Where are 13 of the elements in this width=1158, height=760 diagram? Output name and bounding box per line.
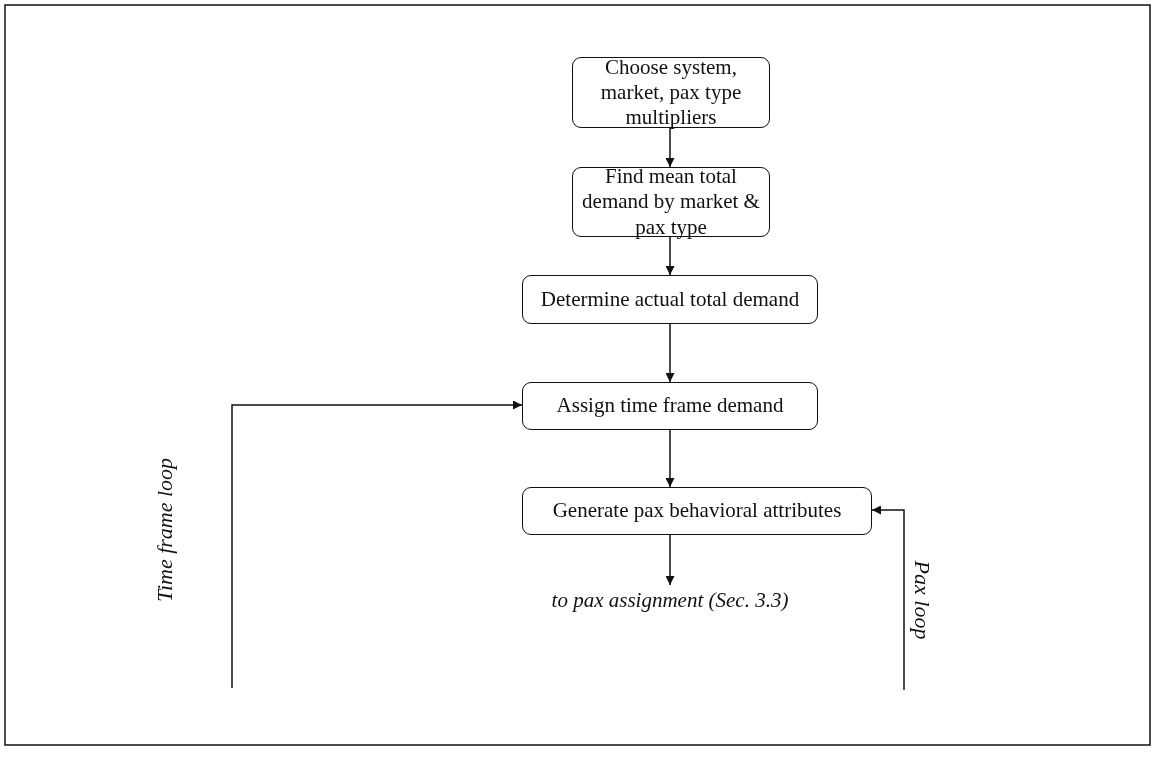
process-box: Determine actual total demand [522,275,818,324]
arrow [665,323,675,383]
arrow [665,429,675,488]
process-box: Generate pax behavioral attributes [522,487,872,535]
process-box: Choose system, market, pax type multipliers [572,57,770,128]
arrow [231,400,523,689]
arrow [665,127,675,168]
arrow [871,505,905,691]
process-box: Assign time frame demand [522,382,818,430]
arrow [665,534,675,586]
note-text: to pax assignment (Sec. 3.3) [520,585,820,617]
process-box: Find mean total demand by market & pax type [572,167,770,237]
arrow [665,236,675,276]
